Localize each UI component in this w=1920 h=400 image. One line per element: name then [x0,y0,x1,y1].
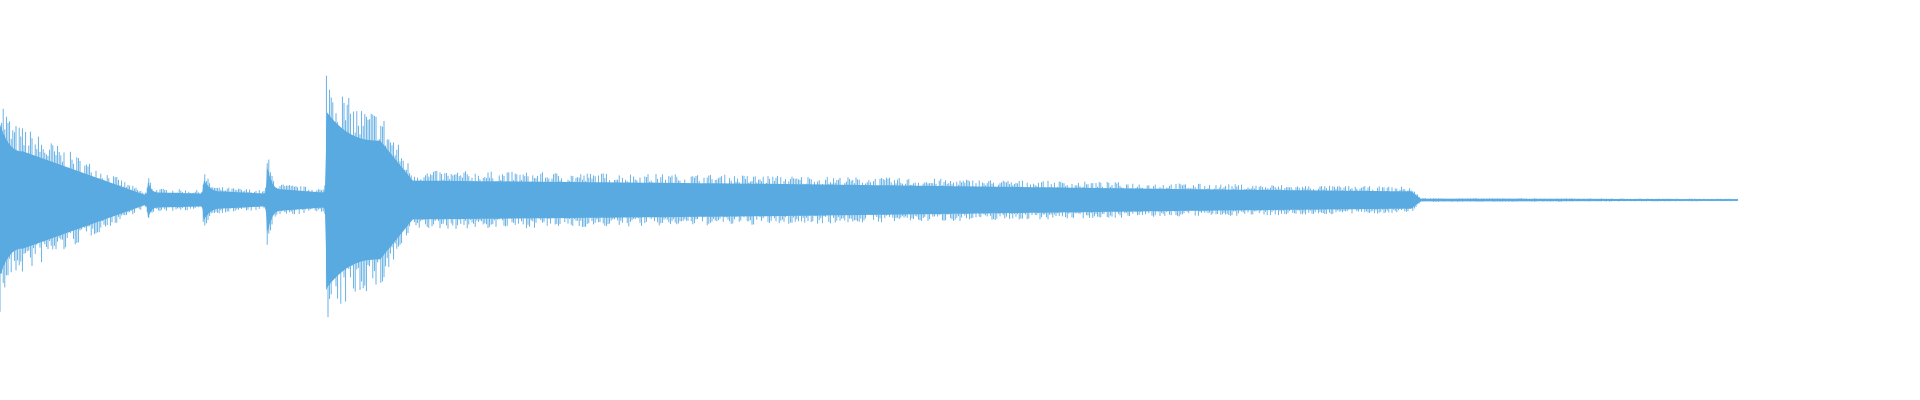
waveform-strokes [0,75,1739,318]
waveform-oscillation-lines [0,75,1739,318]
